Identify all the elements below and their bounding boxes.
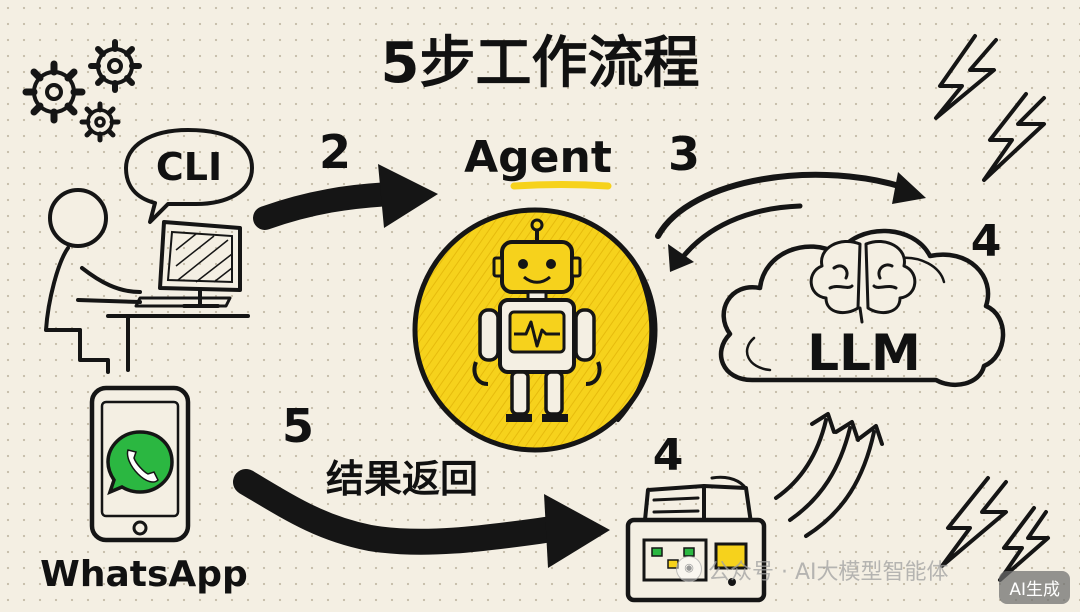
brain-icon	[809, 239, 917, 324]
upward-arrows	[774, 412, 884, 538]
watermark-text: 公众号 · AI大模型智能体	[708, 560, 949, 585]
lightning-icon	[934, 34, 1046, 182]
step-5-label: 结果返回	[326, 457, 478, 501]
gear-icon	[88, 39, 142, 93]
agent-label: Agent	[464, 132, 612, 183]
step-4-llm-number: 4	[971, 216, 1002, 267]
monitor-icon	[134, 220, 242, 308]
lightning-icon	[940, 476, 1050, 582]
arrow-step-3-to-llm	[655, 171, 926, 239]
ai-generated-badge: AI生成	[999, 571, 1070, 604]
arrow-step-2	[253, 164, 438, 230]
llm-label: LLM	[807, 324, 920, 382]
cli-speech-bubble: CLI	[124, 128, 254, 224]
watermark-logo-icon: ◉	[676, 556, 702, 582]
arrow-step-3-from-llm	[668, 203, 803, 272]
step-2-number: 2	[319, 125, 351, 179]
whatsapp-label: WhatsApp	[40, 554, 248, 595]
step-4-tools-number: 4	[653, 430, 684, 481]
arrow-step-5	[233, 469, 610, 568]
person-at-computer	[44, 188, 250, 374]
gear-icon	[79, 101, 121, 143]
page-title: 5步工作流程	[381, 31, 700, 96]
whatsapp-icon	[106, 430, 174, 496]
agent-underline	[510, 181, 612, 190]
cli-label: CLI	[156, 145, 222, 189]
step-3-number: 3	[668, 127, 700, 181]
step-5-number: 5	[282, 399, 314, 453]
gear-icon	[22, 60, 86, 124]
robot-icon	[472, 218, 602, 422]
